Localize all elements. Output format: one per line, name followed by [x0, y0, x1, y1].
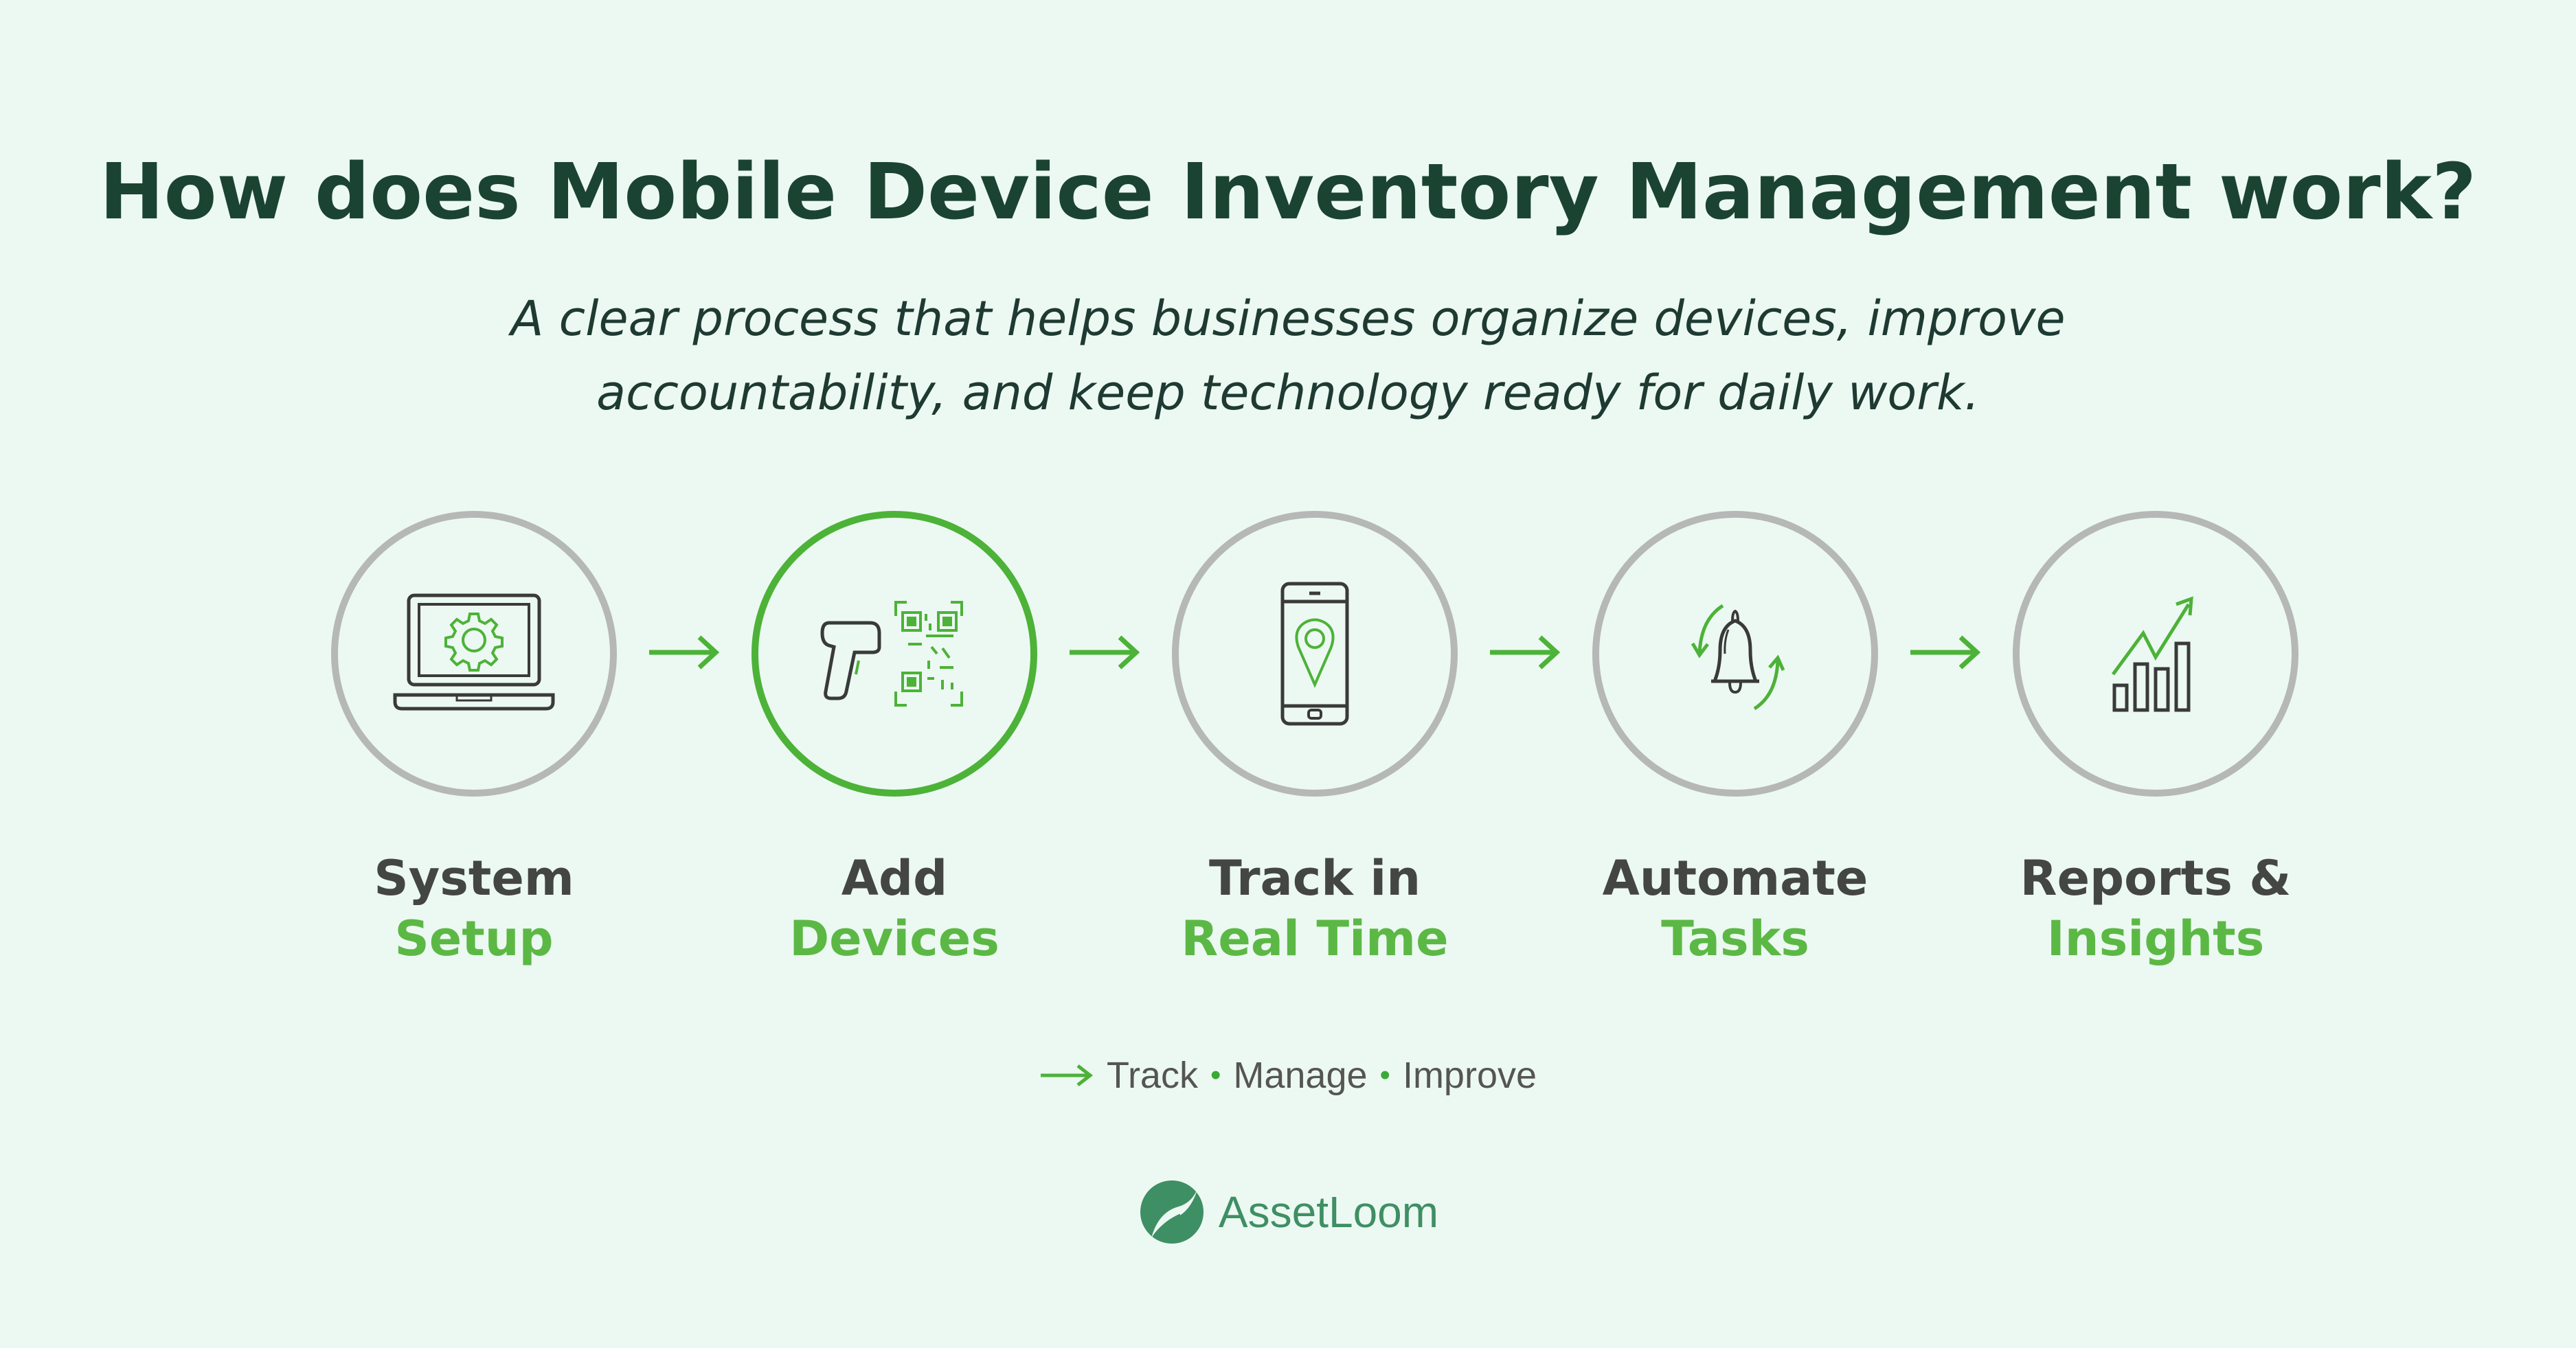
brand-name: AssetLoom	[1218, 1187, 1439, 1237]
page-title: How does Mobile Device Inventory Managem…	[99, 148, 2477, 237]
page-subtitle: A clear process that helps businesses or…	[0, 282, 2576, 430]
laptop-gear-icon	[393, 593, 555, 711]
subtitle-line-2: accountability, and keep technology read…	[596, 365, 1980, 421]
tagline-arrow-icon	[1040, 1064, 1094, 1086]
step-circle-system-setup	[331, 511, 617, 797]
tagline-dot: •	[1210, 1058, 1221, 1092]
brand-logo: AssetLoom	[0, 1178, 2576, 1246]
flow-arrow-icon	[1070, 635, 1140, 670]
step-circle-reports-insights	[2013, 511, 2298, 797]
barcode-scanner-qr-icon	[820, 601, 963, 707]
step-label-5: Reports & Insights	[2020, 850, 2292, 967]
step-label-3: Track in Real Time	[1181, 850, 1449, 967]
step-label-1: System Setup	[374, 850, 574, 967]
subtitle-line-1: A clear process that helps businesses or…	[510, 290, 2066, 347]
tagline-manage: Manage	[1233, 1055, 1368, 1096]
flow-arrow-icon	[1490, 635, 1561, 670]
phone-location-pin-icon	[1280, 582, 1349, 726]
step-label-2: Add Devices	[789, 850, 999, 967]
tagline-track: Track	[1106, 1055, 1198, 1096]
bell-refresh-icon	[1691, 604, 1785, 711]
flow-arrow-icon	[1910, 635, 1981, 670]
growth-chart-icon	[2111, 596, 2193, 712]
leaf-logo-icon	[1140, 1180, 1204, 1244]
step-circle-automate-tasks	[1592, 511, 1878, 797]
tagline-dot: •	[1379, 1058, 1390, 1092]
step-circle-add-devices	[752, 511, 1037, 797]
step-circle-track-real-time	[1172, 511, 1458, 797]
tagline: Track • Manage • Improve	[0, 1054, 2576, 1097]
step-label-4: Automate Tasks	[1602, 850, 1868, 967]
flow-arrow-icon	[649, 635, 720, 670]
tagline-improve: Improve	[1402, 1055, 1537, 1096]
